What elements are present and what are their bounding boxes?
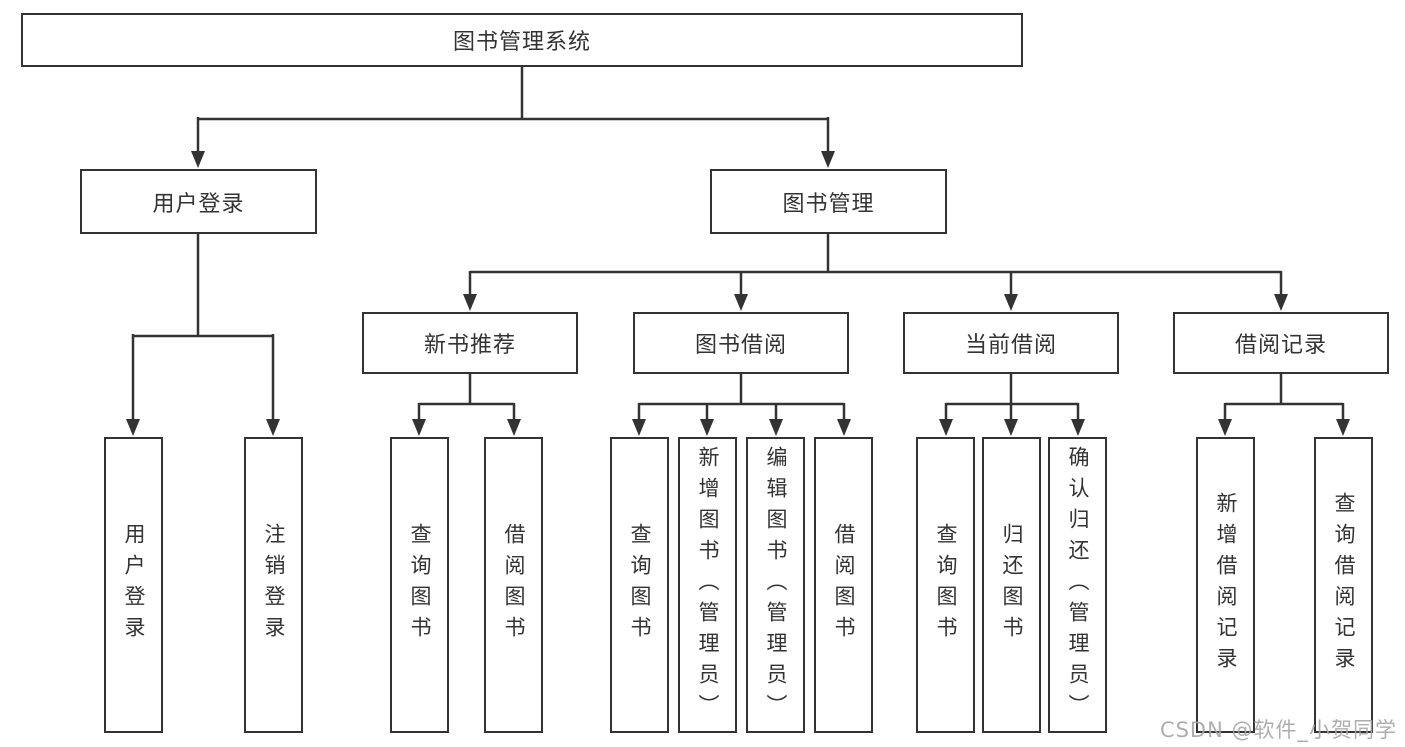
leaf-edit-books-admin: 编辑图书（管理员） [746,437,805,733]
arrowhead [939,419,953,436]
csdn-watermark: CSDN @软件_小贺同学 [1159,718,1397,742]
arrowhead [1004,419,1018,436]
leaf-user-login: 用户登录 [104,437,163,733]
arrowhead [734,294,748,311]
node-root-system: 图书管理系统 [21,13,1023,67]
leaf-query-borrow-record: 查询借阅记录 [1314,437,1373,733]
leaf-query-books-recommend: 查询图书 [390,437,449,733]
leaf-query-books-borrow: 查询图书 [610,437,669,733]
node-new-book-recommend: 新书推荐 [362,312,578,374]
arrowheads [126,151,1350,436]
leaf-borrow-books: 借阅图书 [814,437,873,733]
arrowhead [1218,419,1232,436]
leaf-confirm-return-admin: 确认归还（管理员） [1048,437,1107,733]
arrowhead [191,151,205,168]
connector-paths [131,66,1345,421]
arrowhead [507,419,521,436]
arrowhead [769,419,783,436]
arrowhead [821,151,835,168]
node-user-login: 用户登录 [80,169,317,234]
node-borrow-records: 借阅记录 [1173,312,1389,374]
arrowhead [1071,419,1085,436]
leaf-logout: 注销登录 [244,437,303,733]
leaf-query-books-current: 查询图书 [916,437,975,733]
arrowhead [463,294,477,311]
arrowhead [1336,419,1350,436]
arrowhead [266,419,280,436]
arrowhead [412,419,426,436]
arrowhead [632,419,646,436]
leaf-borrow-books-recommend: 借阅图书 [484,437,543,733]
leaf-add-books-admin: 新增图书（管理员） [678,437,737,733]
arrowhead [1274,294,1288,311]
node-current-borrow: 当前借阅 [903,312,1119,374]
arrowhead [700,419,714,436]
arrowhead [837,419,851,436]
node-book-borrow: 图书借阅 [633,312,849,374]
leaf-return-books: 归还图书 [982,437,1041,733]
node-book-management: 图书管理 [710,169,947,234]
arrowhead [126,419,140,436]
arrowhead [1004,294,1018,311]
leaf-add-borrow-record: 新增借阅记录 [1196,437,1255,733]
